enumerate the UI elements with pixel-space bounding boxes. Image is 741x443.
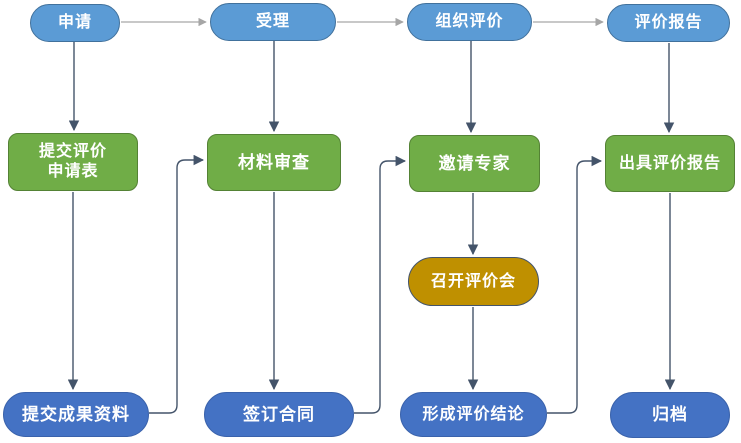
node-submit-result-materials: 提交成果资料 (3, 392, 149, 437)
edge-conclusion-to-issue (547, 155, 603, 414)
node-issue-evaluation-report: 出具评价报告 (605, 135, 735, 192)
node-archive: 归档 (610, 392, 730, 438)
node-form-evaluation-conclusion: 形成评价结论 (400, 392, 547, 437)
node-material-review: 材料审查 (207, 134, 341, 191)
node-evaluation-report: 评价报告 (607, 4, 730, 42)
node-accept: 受理 (210, 3, 336, 41)
node-apply: 申请 (30, 4, 120, 42)
node-invite-experts: 邀请专家 (409, 135, 540, 192)
node-sign-contract: 签订合同 (204, 392, 354, 437)
edge-contract-to-invite (354, 155, 407, 414)
node-organize-evaluation: 组织评价 (407, 3, 532, 41)
node-submit-application-form: 提交评价 申请表 (8, 133, 138, 191)
node-hold-evaluation-meeting: 召开评价会 (408, 257, 539, 306)
edge-submit-materials-to-material (149, 154, 205, 414)
